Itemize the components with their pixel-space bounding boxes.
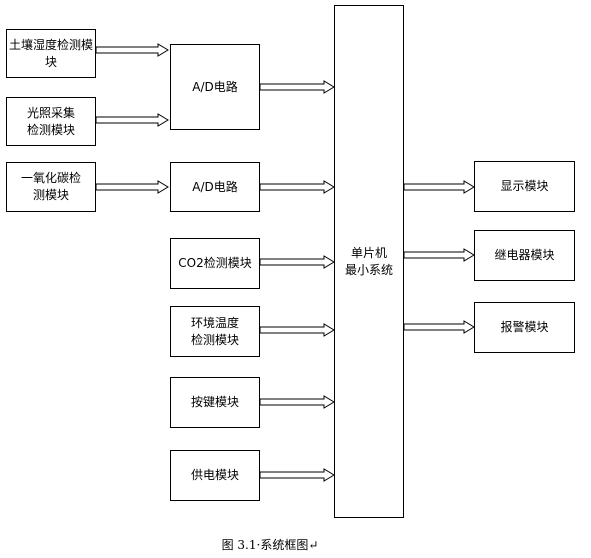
ad-circuit-2-label: A/D电路 [192, 179, 238, 194]
co-label-line1: 一氧化碳检 [20, 171, 81, 185]
co2-module: CO2检测模块 [170, 238, 260, 289]
arrow-mcu-to-relay [403, 248, 475, 262]
arrow-mcu-to-display [403, 180, 475, 194]
soil-humidity-label-line1: 土壤湿度检测模 [8, 37, 93, 52]
arrow-ad2-to-mcu [259, 180, 335, 194]
arrow-env-to-mcu [259, 323, 335, 337]
ad-circuit-2: A/D电路 [170, 162, 260, 212]
arrow-co-to-ad [95, 180, 169, 194]
arrow-soil-to-ad [95, 43, 169, 57]
arrow-power-to-mcu [259, 468, 335, 482]
relay-module: 继电器模块 [474, 230, 575, 281]
power-label: 供电模块 [190, 468, 239, 482]
env-temp-module: 环境温度 检测模块 [170, 306, 260, 357]
arrow-light-to-ad [95, 113, 169, 127]
light-label-line2: 检测模块 [26, 122, 75, 137]
display-module: 显示模块 [474, 161, 575, 212]
soil-humidity-label-line2: 块 [44, 54, 57, 69]
env-temp-label-line2: 检测模块 [190, 332, 239, 347]
mcu-label-line2: 最小系统 [344, 262, 393, 277]
mcu-minimum-system: 单片机 最小系统 [334, 5, 404, 518]
arrow-co2-to-mcu [259, 255, 335, 269]
light-module: 光照采集 检测模块 [6, 97, 96, 146]
display-label: 显示模块 [500, 179, 549, 193]
arrow-key-to-mcu [259, 395, 335, 409]
figure-caption: 图 3.1·系统框图↵ [221, 538, 319, 552]
soil-humidity-module: 土壤湿度检测模 块 [6, 29, 96, 78]
ad-circuit-1: A/D电路 [170, 44, 260, 130]
key-label: 按键模块 [190, 395, 239, 409]
ad-circuit-1-label: A/D电路 [192, 79, 238, 94]
co2-label: CO2检测模块 [178, 256, 252, 270]
mcu-label-line1: 单片机 [350, 245, 387, 260]
arrow-ad1-to-mcu [259, 80, 335, 94]
alarm-module: 报警模块 [474, 302, 575, 353]
relay-label: 继电器模块 [494, 248, 555, 262]
env-temp-label-line1: 环境温度 [190, 315, 239, 330]
key-module: 按键模块 [170, 377, 260, 428]
arrow-mcu-to-alarm [403, 320, 475, 334]
co-module: 一氧化碳检 测模块 [6, 162, 96, 212]
alarm-label: 报警模块 [500, 320, 549, 334]
power-module: 供电模块 [170, 450, 260, 501]
co-label-line2: 测模块 [32, 188, 69, 202]
light-label-line1: 光照采集 [26, 105, 75, 120]
